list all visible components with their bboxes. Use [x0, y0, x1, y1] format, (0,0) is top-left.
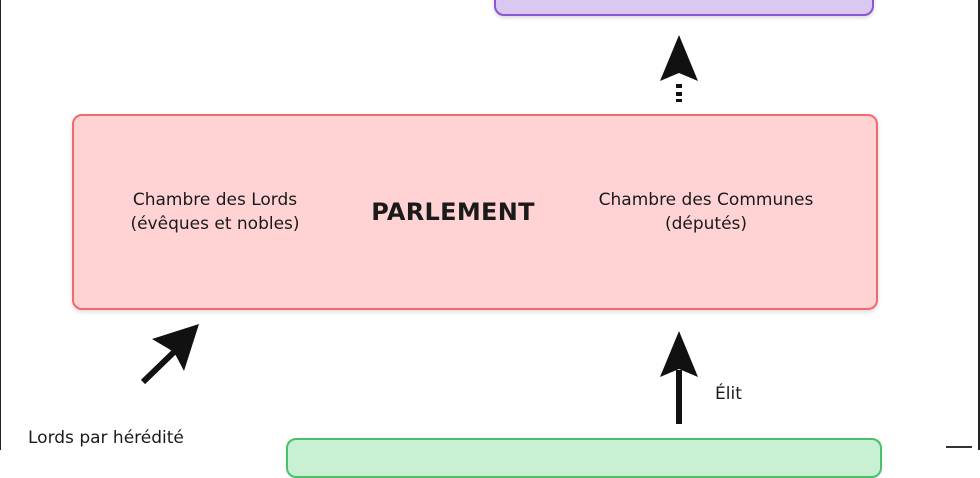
- lords-line2: (évêques et nobles): [130, 214, 300, 234]
- lords-line1: Chambre des Lords: [132, 190, 298, 210]
- corner-mark: [946, 446, 972, 448]
- bottom-node-box: [286, 438, 882, 478]
- frame-right-border: [978, 0, 980, 450]
- heredite-edge-label: Lords par hérédité: [28, 428, 184, 448]
- arrows-layer: [140, 35, 698, 424]
- parlement-title: PARLEMENT: [371, 198, 535, 226]
- elit-edge-label: Élit: [715, 384, 742, 404]
- elit-up-arrow: [660, 331, 698, 424]
- communes-line1: Chambre des Communes: [598, 190, 814, 210]
- chambre-des-lords-label: Chambre des Lords (évêques et nobles): [110, 188, 320, 236]
- top-node-box: [494, 0, 874, 16]
- chambre-des-communes-label: Chambre des Communes (députés): [588, 188, 824, 236]
- heredite-diagonal-arrow: [140, 324, 199, 385]
- dashed-up-arrow: [660, 35, 698, 102]
- frame-left-border: [0, 0, 1, 450]
- communes-line2: (députés): [664, 214, 748, 234]
- parlement-node-box: [72, 114, 878, 310]
